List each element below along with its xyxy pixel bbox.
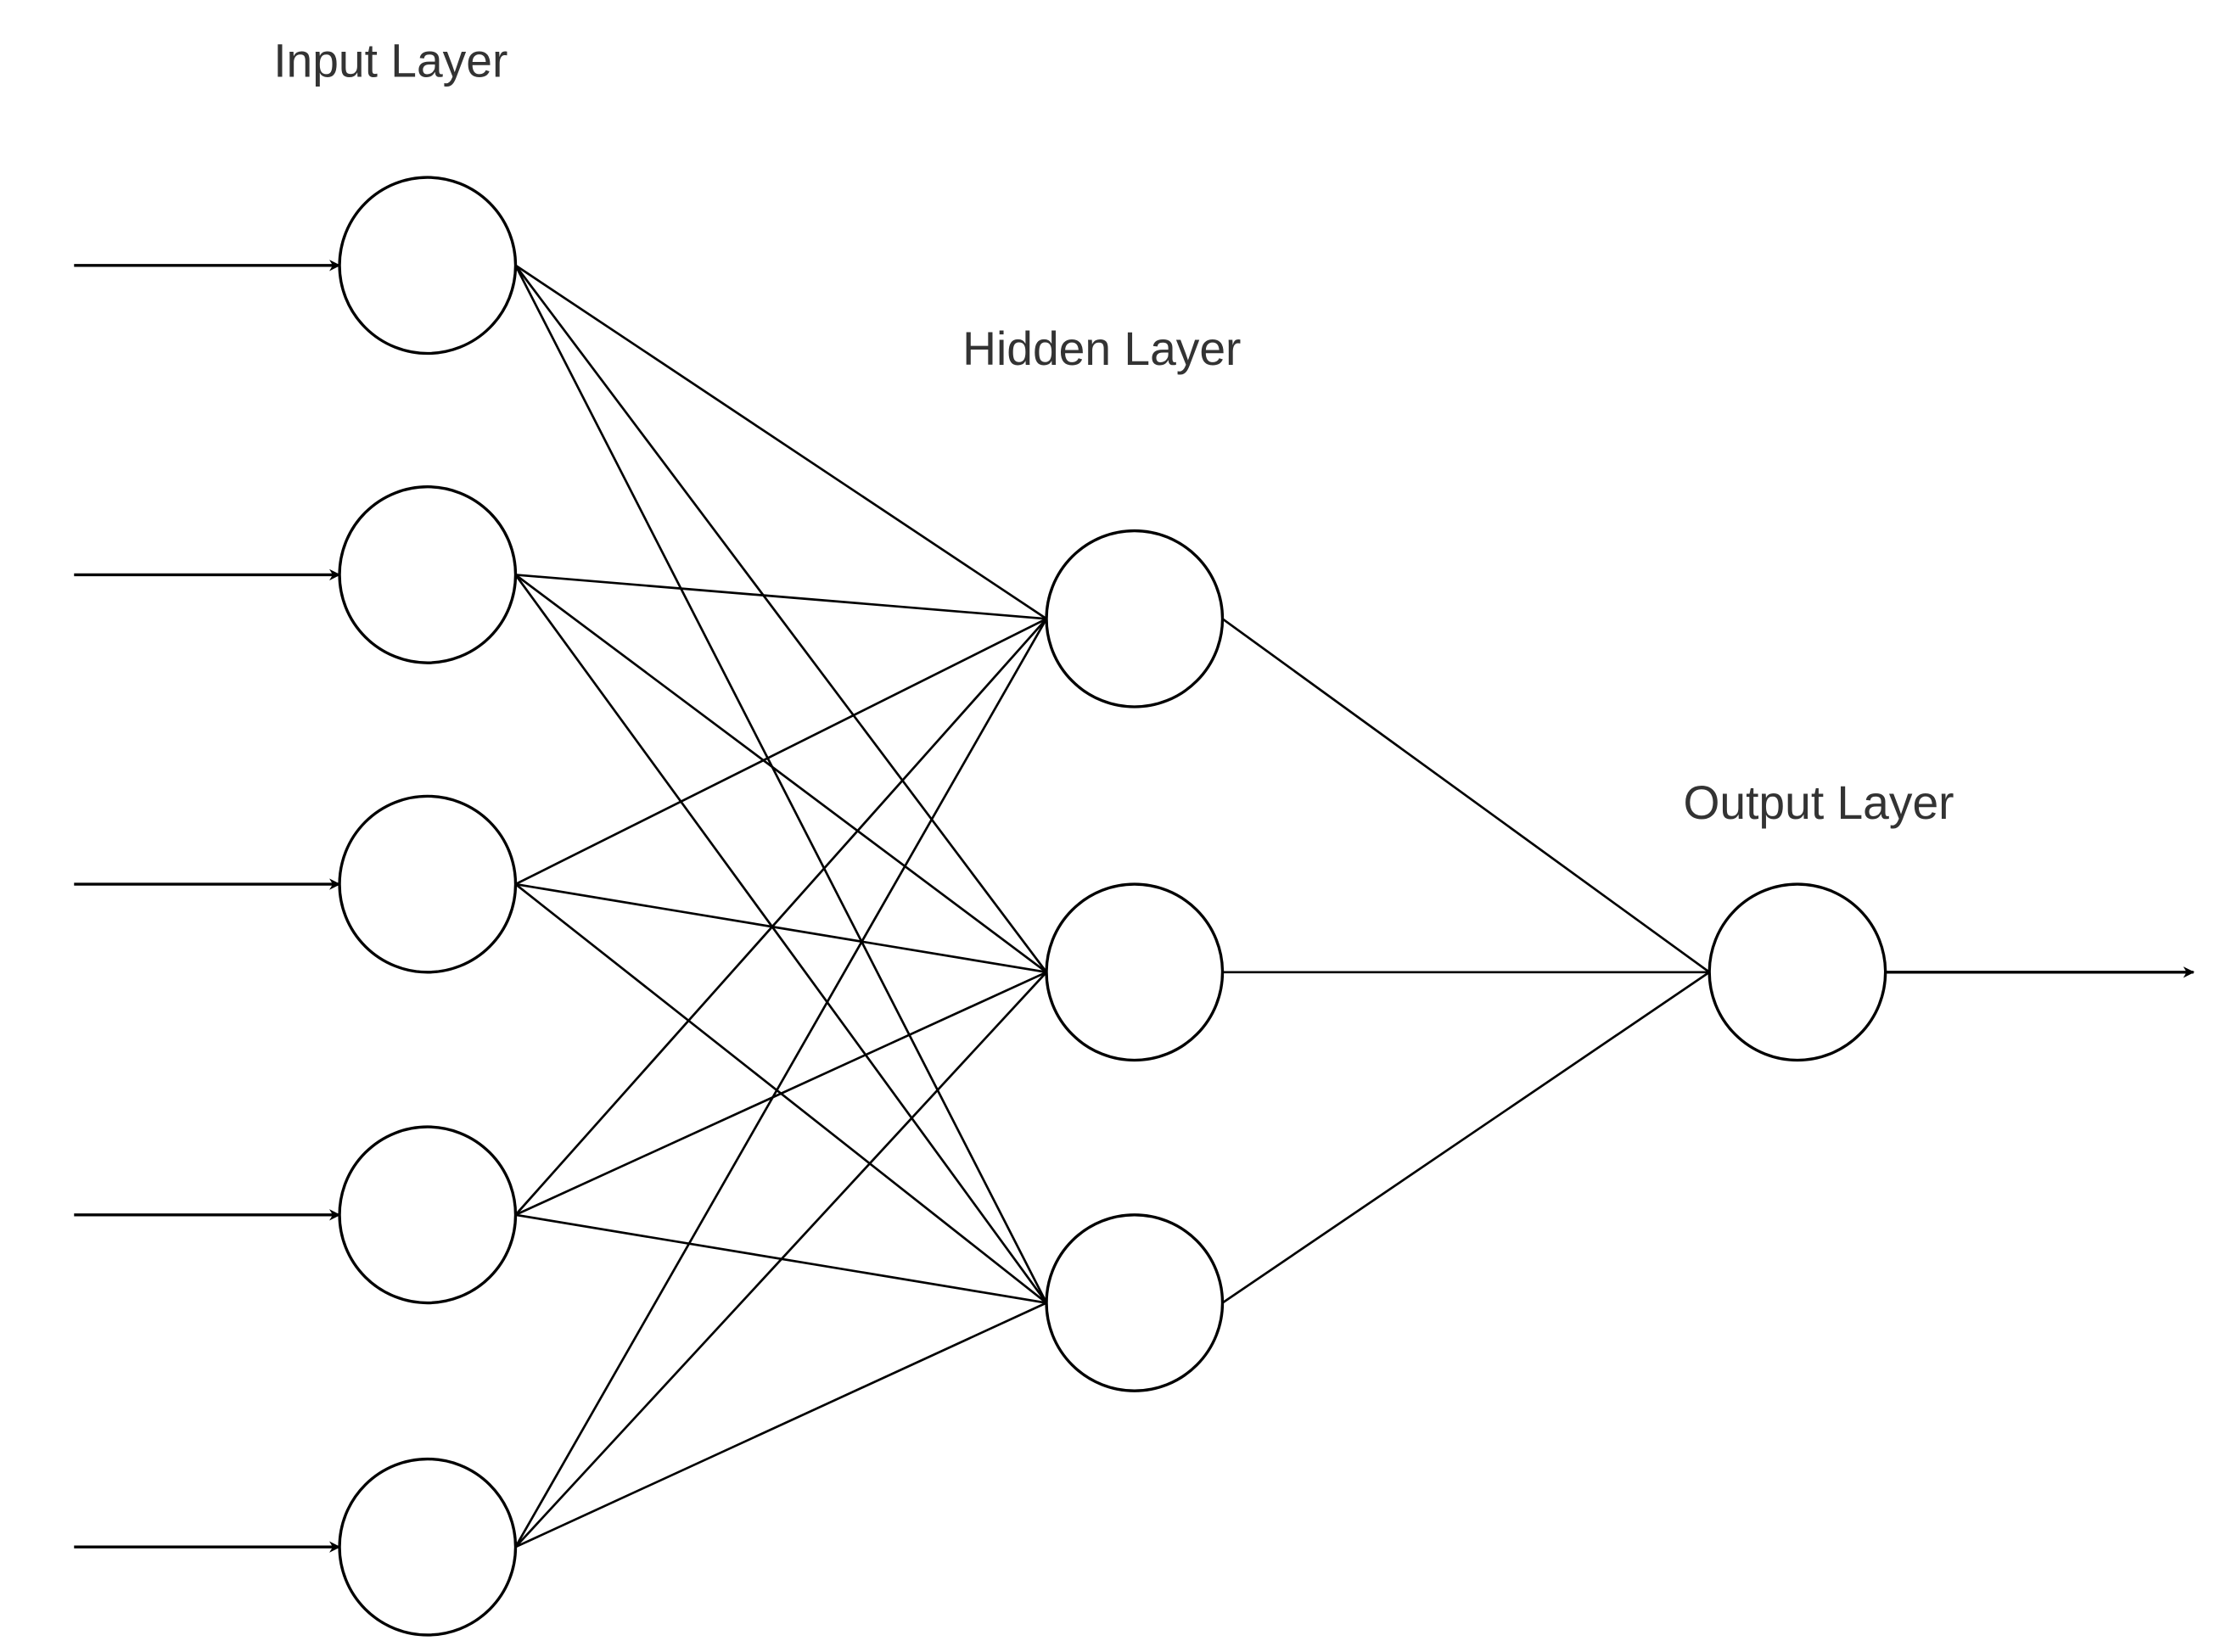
hidden-node-2 xyxy=(1045,882,1225,1062)
input-node-2 xyxy=(338,485,518,664)
edge-input-5-to-hidden-3 xyxy=(514,1302,1047,1548)
edge-input-1-to-hidden-2 xyxy=(514,264,1048,973)
output-layer-label: Output Layer xyxy=(1683,776,1954,829)
edge-input-4-to-hidden-1 xyxy=(514,618,1048,1216)
edge-hidden-1-to-output-1 xyxy=(1221,618,1711,973)
hidden-node-1 xyxy=(1045,529,1225,708)
input-layer-label: Input Layer xyxy=(273,34,507,87)
edge-hidden-3-to-output-1 xyxy=(1221,971,1710,1304)
output-node-1 xyxy=(1708,882,1887,1062)
edge-input-1-to-hidden-3 xyxy=(514,265,1048,1304)
connections xyxy=(514,264,1711,1548)
input-node-1 xyxy=(338,176,518,356)
io-arrows xyxy=(74,260,2195,1553)
hidden-node-3 xyxy=(1045,1213,1225,1392)
hidden-layer-label: Hidden Layer xyxy=(962,322,1241,375)
neurons xyxy=(338,176,1887,1637)
edge-input-3-to-hidden-2 xyxy=(515,882,1047,974)
edge-input-2-to-hidden-2 xyxy=(514,574,1047,973)
edge-input-4-to-hidden-2 xyxy=(514,971,1047,1217)
edge-input-2-to-hidden-1 xyxy=(515,574,1047,620)
input-node-4 xyxy=(338,1125,518,1305)
input-node-3 xyxy=(338,794,518,974)
edge-input-5-to-hidden-1 xyxy=(514,618,1048,1548)
input-node-5 xyxy=(338,1457,518,1637)
edge-input-1-to-hidden-1 xyxy=(514,264,1047,620)
edge-input-2-to-hidden-3 xyxy=(514,574,1048,1304)
edge-input-5-to-hidden-2 xyxy=(514,971,1048,1548)
edge-input-3-to-hidden-1 xyxy=(514,618,1047,886)
